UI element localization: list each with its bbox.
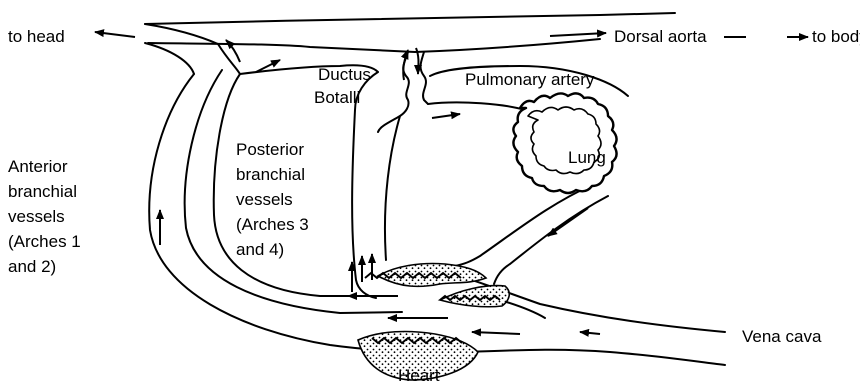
label-to-body: to body: [812, 27, 860, 46]
label-vena-cava: Vena cava: [742, 327, 822, 346]
vena-cava-bottom-wall: [465, 350, 725, 365]
head-vessel-bottom-wall: [145, 43, 194, 74]
label-to-head: to head: [8, 27, 65, 46]
pulmonary-vein-bottom-wall: [494, 196, 608, 284]
label-pulmonary-artery: Pulmonary artery: [465, 70, 595, 89]
head-vessel-top-wall: [145, 24, 218, 44]
posterior-vessel-inner-wall: [214, 74, 352, 296]
label-dorsal-aorta: Dorsal aorta: [614, 27, 707, 46]
label-posterior-line-4: (Arches 3: [236, 215, 309, 234]
vena-cava-entry-arrow: [580, 332, 600, 334]
labels: to head Dorsal aorta to body Pulmonary a…: [8, 27, 860, 385]
label-anterior-line-3: vessels: [8, 207, 65, 226]
label-anterior-line-2: branchial: [8, 182, 77, 201]
label-anterior-line-4: (Arches 1: [8, 232, 81, 251]
label-anterior-line-5: and 2): [8, 257, 56, 276]
vena-cava-arrow: [472, 332, 520, 334]
label-posterior-line-2: branchial: [236, 165, 305, 184]
dorsal-aorta-arrow: [550, 33, 606, 36]
to-head-arrow: [95, 32, 135, 37]
label-anterior-line-1: Anterior: [8, 157, 68, 176]
dorsal-aorta-top-wall: [145, 13, 675, 24]
ductus-botalli-right-wall: [421, 52, 428, 104]
label-ductus: Ductus: [318, 65, 371, 84]
label-heart: Heart: [398, 366, 440, 385]
label-botalli: Botalli: [314, 88, 360, 107]
anterior-vessel-outer-wall: [149, 74, 470, 353]
pulmonary-trunk-wall: [385, 116, 400, 260]
anterior-vessel-inner-wall: [185, 70, 402, 313]
lung: [513, 93, 616, 193]
dorsal-aorta-bottom-wall: [148, 39, 600, 52]
pulmonary-vein-arrow: [548, 208, 588, 236]
ductus-down-arrow: [416, 48, 419, 74]
label-lung: Lung: [568, 148, 606, 167]
label-posterior-line-5: and 4): [236, 240, 284, 259]
pulmonary-artery-bottom-wall: [428, 102, 525, 110]
label-posterior-line-3: vessels: [236, 190, 293, 209]
label-posterior-line-1: Posterior: [236, 140, 304, 159]
heart: [358, 264, 509, 381]
pulmonary-flow-arrow: [432, 114, 460, 118]
